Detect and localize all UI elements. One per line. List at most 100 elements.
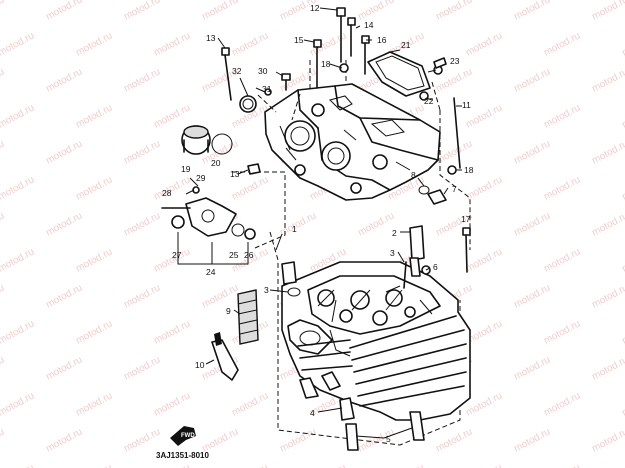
watermark-text: motod.ru: [0, 210, 6, 238]
watermark-text: motod.ru: [542, 318, 582, 346]
callout-30: 30: [258, 66, 268, 76]
watermark-text: motod.ru: [356, 210, 396, 238]
callout-2-upper: 2: [392, 228, 397, 238]
watermark-text: motod.ru: [74, 30, 114, 58]
watermark-text: motod.ru: [0, 354, 6, 382]
watermark-text: motod.ru: [230, 30, 270, 58]
watermark-text: motod.ru: [122, 138, 162, 166]
callout-4: 4: [310, 408, 315, 418]
watermark-text: motod.ru: [464, 174, 504, 202]
watermark-text: motod.ru: [44, 282, 84, 310]
callout-leaders: [185, 7, 462, 439]
watermark-text: motod.ru: [464, 30, 504, 58]
watermark-text: motod.ru: [356, 0, 396, 23]
watermark-text: motod.ru: [0, 390, 36, 418]
callout-29: 29: [196, 173, 206, 183]
watermark-text: motod.ru: [0, 102, 36, 130]
watermark-text: motod.ru: [512, 354, 552, 382]
watermark-text: motod.ru: [512, 0, 552, 23]
watermark-text: motod.ru: [434, 426, 474, 454]
tensioner-assembly: [161, 186, 256, 265]
watermark-text: motod.ru: [512, 210, 552, 238]
callout-17: 17: [461, 214, 471, 224]
callout-13-upper: 13: [206, 33, 216, 43]
cover-gasket: [367, 51, 447, 101]
watermark-text: motod.ru: [0, 66, 6, 94]
plugs-and-washers: [339, 63, 457, 205]
watermark-text: motod.ru: [620, 30, 625, 58]
callout-22: 22: [424, 96, 434, 106]
watermark-text: motod.ru: [590, 66, 625, 94]
cylinder-head-cover: [264, 83, 441, 201]
watermark-text: motod.ru: [122, 354, 162, 382]
callout-1: 1: [292, 224, 297, 234]
watermark-text: motod.ru: [152, 30, 192, 58]
front-direction-marker: FWD: [170, 426, 196, 446]
watermark-text: motod.ru: [0, 426, 6, 454]
watermark-text: motod.ru: [200, 0, 240, 23]
watermark-text: motod.ru: [620, 318, 625, 346]
watermark-text: motod.ru: [74, 174, 114, 202]
studs: [299, 371, 425, 451]
callout-32: 32: [232, 66, 242, 76]
watermark-text: motod.ru: [74, 462, 114, 468]
watermark-text: motod.ru: [512, 282, 552, 310]
watermark-text: motod.ru: [590, 354, 625, 382]
watermark-text: motod.ru: [512, 66, 552, 94]
watermark-text: motod.ru: [308, 462, 348, 468]
watermark-text: motod.ru: [230, 390, 270, 418]
watermark-text: motod.ru: [122, 282, 162, 310]
fwd-label: FWD: [181, 433, 195, 439]
watermark-text: motod.ru: [152, 174, 192, 202]
watermark-text: motod.ru: [620, 246, 625, 274]
watermark-text: motod.ru: [620, 462, 625, 468]
callout-24: 24: [206, 267, 216, 277]
watermark-text: motod.ru: [74, 246, 114, 274]
watermark-text: motod.ru: [0, 318, 36, 346]
callout-21: 21: [401, 40, 411, 50]
callout-20: 20: [211, 158, 221, 168]
watermark-text: motod.ru: [590, 282, 625, 310]
watermark-text: motod.ru: [44, 426, 84, 454]
watermark-text: motod.ru: [620, 390, 625, 418]
watermark-text: motod.ru: [122, 210, 162, 238]
head-bolts: [221, 7, 471, 273]
watermark-text: motod.ru: [590, 426, 625, 454]
watermark-text: motod.ru: [44, 138, 84, 166]
callout-6: 6: [433, 262, 438, 272]
callout-19: 19: [181, 164, 191, 174]
callout-13-lower: 13: [230, 169, 240, 179]
watermark-text: motod.ru: [386, 462, 426, 468]
callout-23: 23: [450, 56, 460, 66]
callout-27: 27: [172, 250, 182, 260]
watermark-text: motod.ru: [74, 318, 114, 346]
callout-12: 12: [310, 3, 320, 13]
callout-11: 11: [462, 100, 471, 110]
watermark-text: motod.ru: [200, 282, 240, 310]
watermark-text: motod.ru: [542, 462, 582, 468]
watermark-text: motod.ru: [542, 246, 582, 274]
watermark-text: motod.ru: [74, 102, 114, 130]
watermark-text: motod.ru: [590, 0, 625, 23]
callout-14: 14: [364, 20, 374, 30]
watermark-text: motod.ru: [122, 66, 162, 94]
watermark-text: motod.ru: [590, 210, 625, 238]
callout-8: 8: [411, 170, 416, 180]
watermark-text: motod.ru: [152, 102, 192, 130]
callout-5: 5: [386, 434, 391, 444]
watermark-text: motod.ru: [74, 390, 114, 418]
callout-28: 28: [162, 188, 172, 198]
watermark-text: motod.ru: [0, 462, 36, 468]
watermark-text: motod.ru: [122, 0, 162, 23]
watermark-text: motod.ru: [434, 0, 474, 23]
callout-15: 15: [294, 35, 304, 45]
watermark-text: motod.ru: [278, 210, 318, 238]
watermark-text: motod.ru: [44, 210, 84, 238]
callout-3-upper: 3: [390, 248, 395, 258]
watermark-text: motod.ru: [0, 282, 6, 310]
watermark-text: motod.ru: [590, 138, 625, 166]
watermark-text: motod.ru: [152, 390, 192, 418]
watermark-text: motod.ru: [44, 0, 84, 23]
